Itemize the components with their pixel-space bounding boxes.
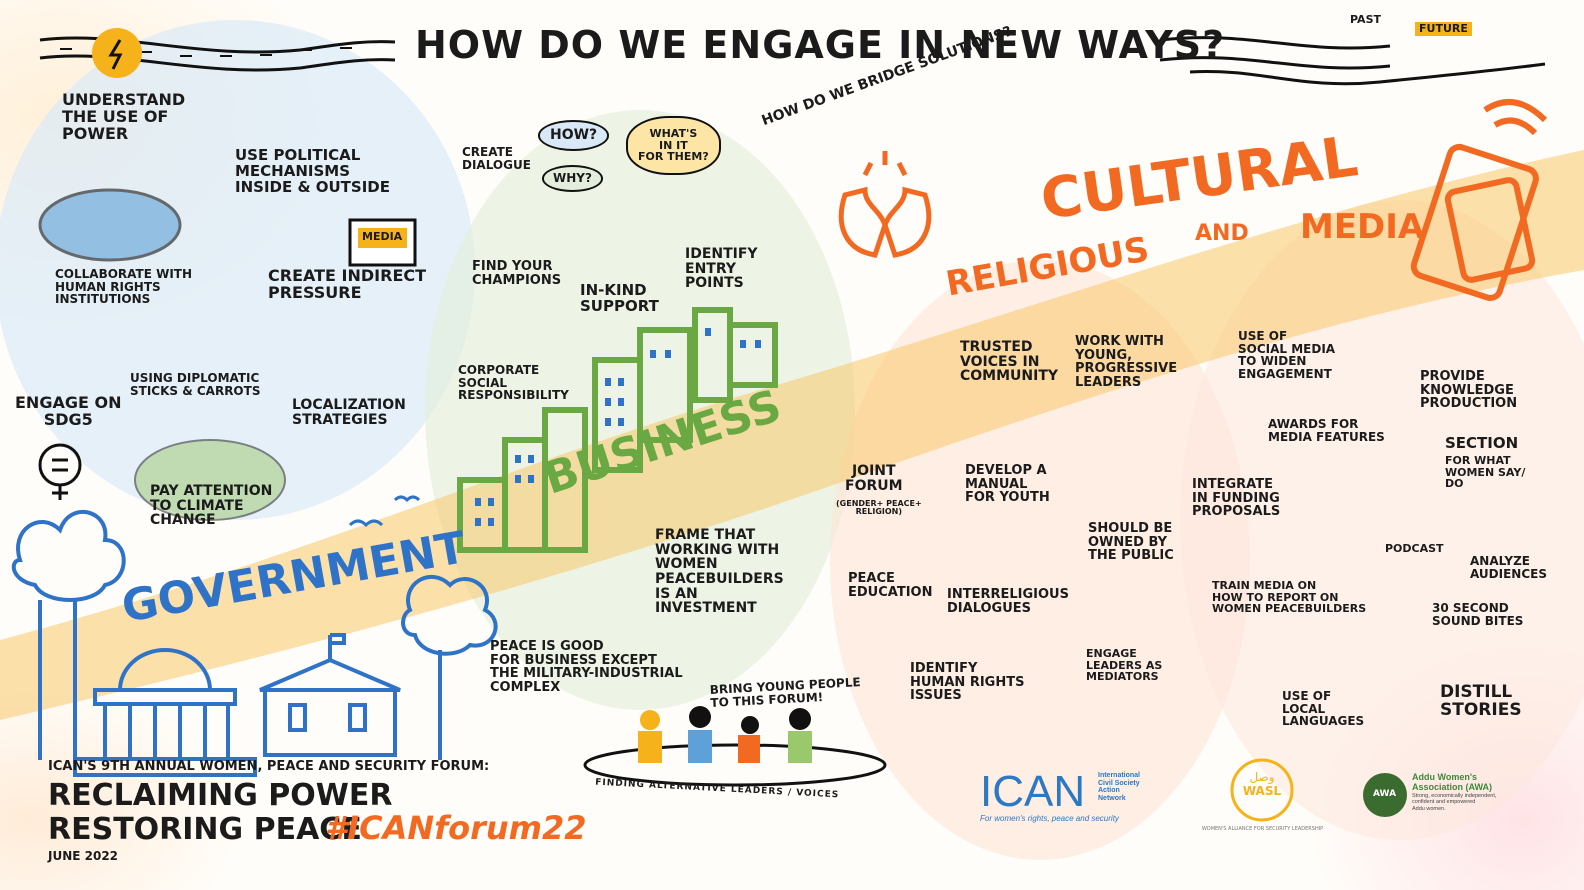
collaborate-text: COLLABORATE WITH HUMAN RIGHTS INSTITUTIO… <box>55 267 193 307</box>
signpost-past: PAST <box>1350 13 1381 26</box>
investment-text: FRAME THAT WORKING WITH WOMEN PEACEBUILD… <box>655 527 784 617</box>
diplomatic-text: USING DIPLOMATIC STICKS & CARROTS <box>130 371 261 398</box>
young-people-icon <box>620 705 840 765</box>
human-rights-issues-text: IDENTIFY HUMAN RIGHTS ISSUES <box>910 661 1025 704</box>
forum-title: ICAN'S 9TH ANNUAL WOMEN, PEACE AND SECUR… <box>48 759 490 774</box>
section-sub-text: FOR WHAT WOMEN SAY/ DO <box>1445 454 1526 491</box>
indirect-pressure-text: CREATE INDIRECT PRESSURE <box>268 266 427 302</box>
create-dialogue-text: CREATE DIALOGUE <box>462 145 531 172</box>
interreligious-text: INTERRELIGIOUS DIALOGUES <box>947 587 1069 616</box>
distill-text: DISTILL STORIES <box>1440 682 1522 720</box>
champions-text: FIND YOUR CHAMPIONS <box>472 259 562 288</box>
forum-date: JUNE 2022 <box>48 849 119 863</box>
hashtag: #ICANforum22 <box>325 809 587 847</box>
awards-text: AWARDS FOR MEDIA FEATURES <box>1268 417 1385 444</box>
understand-power-text: UNDERSTAND THE USE OF POWER <box>62 90 186 143</box>
ican-logo: ICAN International Civil Society Action … <box>980 767 1140 824</box>
media-screen-label: MEDIA <box>362 230 403 243</box>
analyze-text: ANALYZE AUDIENCES <box>1470 554 1547 581</box>
government-area <box>0 20 475 520</box>
engage-mediators-text: ENGAGE LEADERS AS MEDIATORS <box>1086 647 1163 684</box>
awa-badge-label: AWA <box>1373 789 1397 799</box>
climate-text: PAY ATTENTION TO CLIMATE CHANGE <box>150 483 273 529</box>
localization-text: LOCALIZATION STRATEGIES <box>292 397 406 428</box>
owned-public-text: SHOULD BE OWNED BY THE PUBLIC <box>1088 521 1174 564</box>
ican-tagline: For women's rights, peace and security <box>980 814 1119 823</box>
page-title: HOW DO WE ENGAGE IN NEW WAYS? <box>415 23 1226 67</box>
restoring-peace: RESTORING PEACE <box>48 812 362 847</box>
government-buildings <box>11 510 498 777</box>
manual-youth-text: DEVELOP A MANUAL FOR YOUTH <box>965 463 1050 506</box>
awa-logo: Addu Women's Association (AWA) Strong, e… <box>1412 772 1496 812</box>
peace-education-text: PEACE EDUCATION <box>848 571 933 600</box>
open-hands <box>838 151 932 258</box>
whats-in-it-bubble: WHAT'S IN IT FOR THEM? <box>626 116 721 175</box>
social-media-text: USE OF SOCIAL MEDIA TO WIDEN ENGAGEMENT <box>1238 329 1336 381</box>
political-mechanisms-text: USE POLITICAL MECHANISMS INSIDE & OUTSID… <box>235 146 390 196</box>
sound-bites-text: 30 SECOND SOUND BITES <box>1432 601 1524 628</box>
phones <box>1410 99 1548 301</box>
csr-text: CORPORATE SOCIAL RESPONSIBILITY <box>458 363 569 403</box>
band-media: MEDIA <box>1300 207 1425 247</box>
podcast-text: PODCAST <box>1385 542 1444 555</box>
sdg5-text: ENGAGE ON SDG5 <box>15 393 122 429</box>
city-skyline <box>457 307 778 553</box>
train-media-text: TRAIN MEDIA ON HOW TO REPORT ON WOMEN PE… <box>1212 579 1367 616</box>
wasl-full-name: WOMEN'S ALLIANCE FOR SECURITY LEADERSHIP <box>1201 826 1324 832</box>
local-languages-text: USE OF LOCAL LANGUAGES <box>1282 689 1365 729</box>
reclaiming-power: RECLAIMING POWER <box>48 778 393 813</box>
ican-wordmark: ICAN <box>980 767 1086 816</box>
wasl-arabic: وصل <box>1249 770 1275 784</box>
why-bubble: WHY? <box>542 165 603 192</box>
signpost-future: FUTURE <box>1415 22 1472 36</box>
how-bubble: HOW? <box>538 120 610 151</box>
knowledge-text: PROVIDE KNOWLEDGE PRODUCTION <box>1420 369 1518 412</box>
in-kind-text: IN-KIND SUPPORT <box>580 281 659 315</box>
trusted-voices-text: TRUSTED VOICES IN COMMUNITY <box>960 339 1059 385</box>
connecting-band <box>0 150 1584 720</box>
entry-points-text: IDENTIFY ENTRY POINTS <box>685 246 758 292</box>
awa-name: Addu Women's Association (AWA) <box>1412 772 1493 793</box>
young-leaders-text: WORK WITH YOUNG, PROGRESSIVE LEADERS <box>1075 334 1178 390</box>
media-area <box>1180 200 1584 840</box>
wasl-wordmark: WASL <box>1242 784 1282 798</box>
awa-badge <box>1363 773 1407 817</box>
ican-full-name: International Civil Society Action Netwo… <box>1098 772 1141 803</box>
funding-text: INTEGRATE IN FUNDING PROPOSALS <box>1192 477 1281 520</box>
joint-forum-sub: (GENDER+ PEACE+ RELIGION) <box>836 499 922 517</box>
joint-forum-text: JOINT FORUM <box>845 463 903 494</box>
awa-tagline: Strong, economically independent, confid… <box>1412 792 1497 812</box>
section-text: SECTION <box>1445 434 1519 452</box>
band-and: AND <box>1195 221 1249 246</box>
peace-good-text: PEACE IS GOOD FOR BUSINESS EXCEPT THE MI… <box>490 639 683 695</box>
wasl-logo: وصل WASL <box>1232 764 1292 798</box>
